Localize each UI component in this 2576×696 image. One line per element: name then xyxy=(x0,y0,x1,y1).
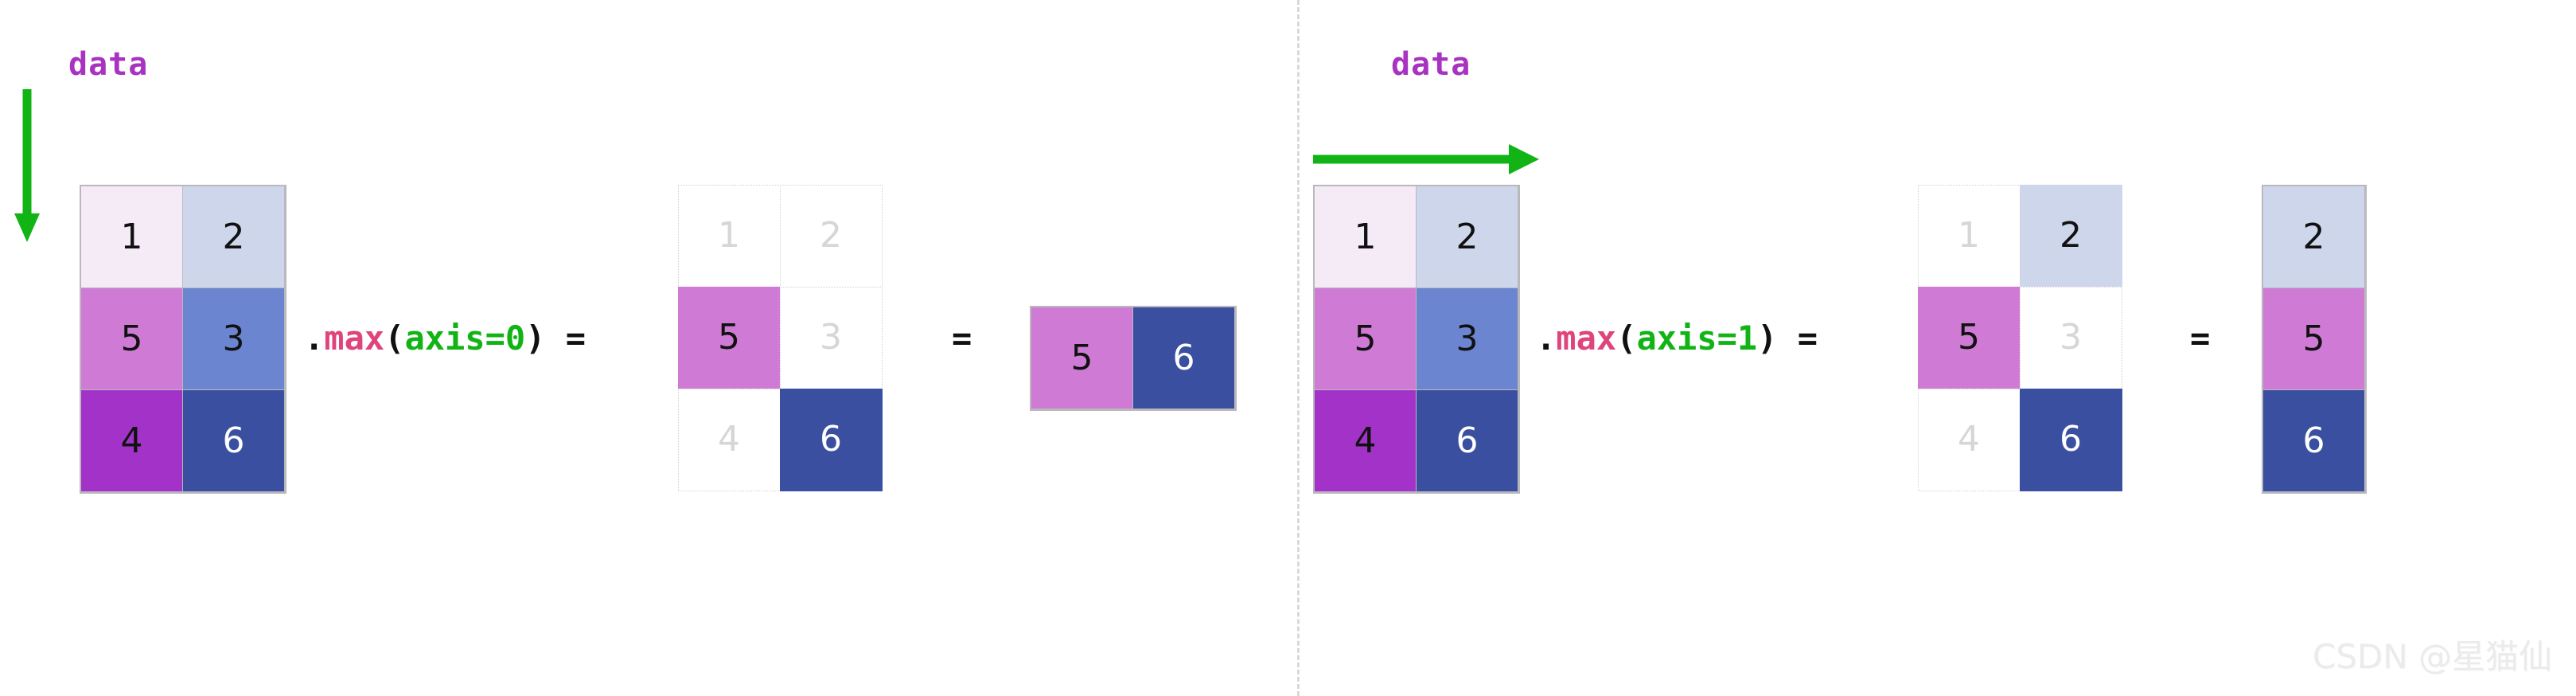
source-cell-1-0: 5 xyxy=(1315,288,1417,390)
ghost-cell-1-0: 5 xyxy=(1917,286,2021,389)
source-matrix-axis0: 1 2 5 3 4 6 xyxy=(80,185,286,494)
expression-axis0: .max(axis=0) = xyxy=(304,319,586,358)
result-cell-2-0: 6 xyxy=(2263,390,2365,492)
ghost-cell-2-0: 4 xyxy=(1917,388,2021,491)
panel-divider xyxy=(1297,0,1300,696)
expr-dot-axis0: . xyxy=(304,319,325,358)
csdn-watermark: CSDN @星猫仙 xyxy=(2312,637,2552,676)
ghost-cell-0-1: 2 xyxy=(2019,184,2122,287)
source-cell-1-1: 3 xyxy=(183,288,285,390)
ghost-cell-1-1: 3 xyxy=(779,286,883,389)
data-label-axis0: data xyxy=(68,46,149,83)
source-cell-0-0: 1 xyxy=(1315,186,1417,288)
expr-fn-axis1: max xyxy=(1556,319,1617,358)
ghost-cell-0-0: 1 xyxy=(677,184,781,287)
result-cell-0-0: 2 xyxy=(2263,186,2365,288)
expr-fn-axis0: max xyxy=(324,319,385,358)
panel-axis1: data 1 2 5 3 4 6 .max(axis=1) = 1 2 5 xyxy=(1297,0,2576,696)
source-cell-1-0: 5 xyxy=(81,288,183,390)
ghost-matrix-axis1: 1 2 5 3 4 6 xyxy=(1917,184,2122,491)
expr-equals-axis1: = xyxy=(1797,319,1818,358)
ghost-cell-0-0: 1 xyxy=(1917,184,2021,287)
expression-axis1: .max(axis=1) = xyxy=(1536,319,1818,358)
axis1-right-arrow-icon xyxy=(1310,140,1542,178)
expr-dot-axis1: . xyxy=(1536,319,1557,358)
ghost-cell-1-1: 3 xyxy=(2019,286,2122,389)
panel-axis0: data 1 2 5 3 4 6 .max(axis=0) = 1 2 5 xyxy=(11,46,1237,494)
source-cell-2-1: 6 xyxy=(183,390,285,492)
expr-equals-axis0: = xyxy=(565,319,587,358)
expr-close-axis0: ) xyxy=(525,319,546,358)
result-cell-0-1: 6 xyxy=(1133,307,1235,409)
result-cell-0-0: 5 xyxy=(1031,307,1133,409)
ghost-cell-2-1: 6 xyxy=(779,388,883,491)
equals-sign-axis0: = xyxy=(952,319,972,358)
ghost-cell-0-1: 2 xyxy=(779,184,883,287)
source-cell-0-1: 2 xyxy=(1417,186,1518,288)
ghost-cell-2-0: 4 xyxy=(677,388,781,491)
axis0-down-arrow-icon xyxy=(11,86,43,245)
source-cell-1-1: 3 xyxy=(1417,288,1518,390)
source-cell-2-0: 4 xyxy=(1315,390,1417,492)
data-label-axis1: data xyxy=(1391,46,1471,83)
ghost-matrix-axis0: 1 2 5 3 4 6 xyxy=(677,184,883,491)
ghost-cell-1-0: 5 xyxy=(677,286,781,389)
source-cell-2-1: 6 xyxy=(1417,390,1518,492)
equals-sign-axis1: = xyxy=(2190,319,2211,358)
result-matrix-axis0: 5 6 xyxy=(1030,306,1237,411)
expr-close-axis1: ) xyxy=(1757,319,1778,358)
result-cell-1-0: 5 xyxy=(2263,288,2365,390)
result-matrix-axis1: 2 5 6 xyxy=(2262,185,2367,494)
ghost-cell-2-1: 6 xyxy=(2019,388,2122,491)
expr-arg-axis0: axis=0 xyxy=(404,319,526,358)
expr-open-axis0: ( xyxy=(384,319,405,358)
source-cell-0-1: 2 xyxy=(183,186,285,288)
expr-open-axis1: ( xyxy=(1616,319,1637,358)
source-matrix-axis1: 1 2 5 3 4 6 xyxy=(1313,185,1520,494)
expr-arg-axis1: axis=1 xyxy=(1636,319,1758,358)
source-cell-2-0: 4 xyxy=(81,390,183,492)
source-cell-0-0: 1 xyxy=(81,186,183,288)
